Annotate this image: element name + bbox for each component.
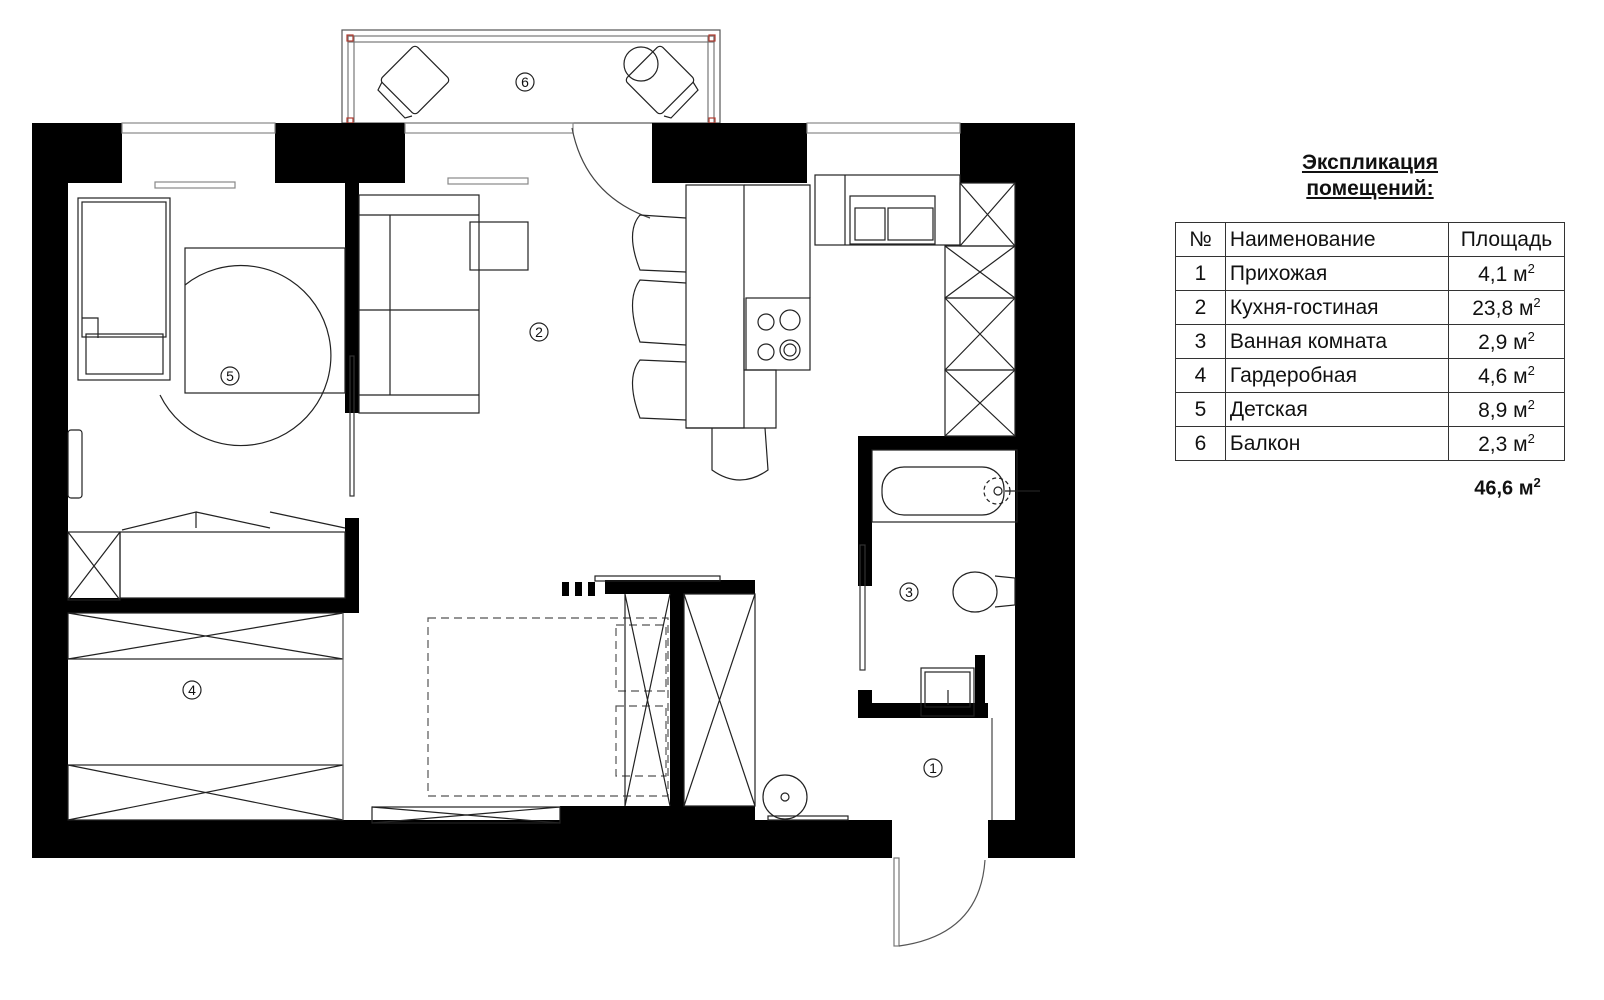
sofa — [358, 194, 529, 414]
robot-vacuum — [762, 774, 808, 820]
header-no: № — [1175, 222, 1226, 257]
entrance-door — [893, 718, 993, 947]
wardrobe-kids — [67, 511, 346, 601]
row-name: Детская — [1224, 392, 1449, 427]
radiator — [67, 429, 83, 499]
row-name: Кухня-гостиная — [1224, 290, 1449, 325]
row-area: 4,1 м2 — [1447, 256, 1566, 291]
row-name: Балкон — [1224, 426, 1449, 461]
row-no: 4 — [1175, 358, 1226, 393]
room-marker-4: 4 — [188, 682, 196, 698]
room-markers — [182, 72, 943, 778]
shoe-rack — [767, 815, 849, 821]
balcony — [341, 29, 721, 124]
row-area: 2,9 м2 — [1447, 324, 1566, 359]
table-header-row: № Наименование Площадь — [1175, 222, 1566, 257]
room-marker-6: 6 — [521, 74, 529, 90]
bed-dashed — [427, 617, 669, 797]
bar-stools — [631, 214, 769, 481]
bathroom-door — [859, 544, 866, 671]
row-no: 5 — [1175, 392, 1226, 427]
armchair-right — [623, 45, 699, 119]
washbasin — [920, 667, 975, 717]
walls — [32, 123, 1075, 858]
room-marker-1: 1 — [929, 760, 937, 776]
row-no: 1 — [1175, 256, 1226, 291]
row-name: Ванная комната — [1224, 324, 1449, 359]
sliding-door — [349, 355, 355, 497]
round-rug — [159, 264, 332, 447]
row-area: 23,8 м2 — [1447, 290, 1566, 325]
row-no: 3 — [1175, 324, 1226, 359]
room-marker-2: 2 — [535, 324, 543, 340]
bed-kids — [77, 197, 171, 381]
desk-kids — [184, 247, 346, 394]
wardrobe-hall — [371, 575, 756, 824]
row-no: 6 — [1175, 426, 1226, 461]
balcony-door-swing — [571, 127, 651, 219]
room-schedule-title: Экспликация помещений: — [1301, 151, 1439, 200]
armchair-left — [377, 45, 450, 119]
header-area: Площадь — [1447, 222, 1566, 257]
windows — [121, 122, 961, 189]
coffee-table — [469, 221, 529, 271]
row-name: Гардеробная — [1224, 358, 1449, 393]
kitchen-counter — [814, 174, 1016, 437]
bathtub — [871, 449, 1040, 523]
row-no: 2 — [1175, 290, 1226, 325]
total-area: 46,6 м2 — [1474, 475, 1541, 500]
row-area: 8,9 м2 — [1447, 392, 1566, 427]
row-name: Прихожая — [1224, 256, 1449, 291]
toilet — [952, 571, 1016, 613]
room-marker-5: 5 — [226, 368, 234, 384]
row-area: 2,3 м2 — [1447, 426, 1566, 461]
room-marker-3: 3 — [905, 584, 913, 600]
kitchen-island — [685, 184, 811, 429]
row-area: 4,6 м2 — [1447, 358, 1566, 393]
wardrobe-room — [67, 612, 344, 821]
header-name: Наименование — [1224, 222, 1449, 257]
